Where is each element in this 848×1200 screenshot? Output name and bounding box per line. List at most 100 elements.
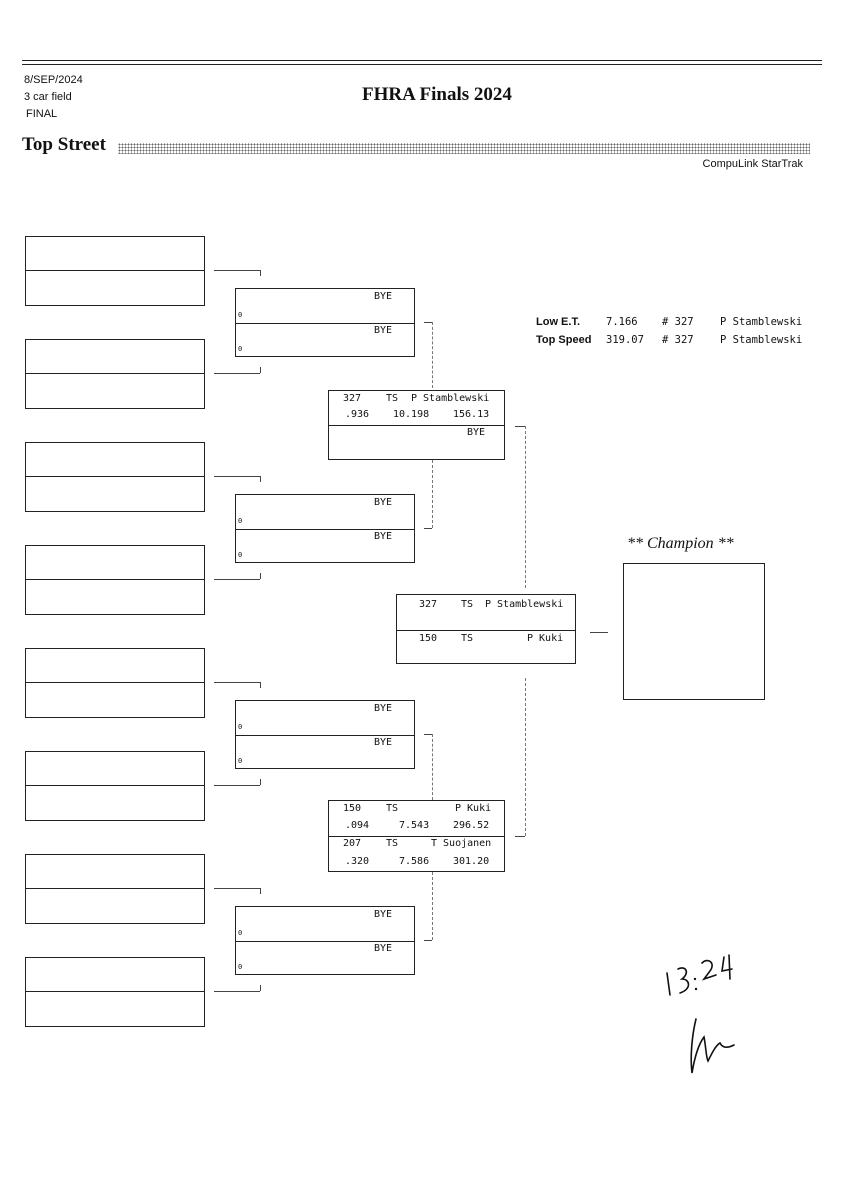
connector <box>214 785 260 786</box>
semi1-top-rt: .936 <box>345 409 370 420</box>
round2-pair-3-top-num: 0 <box>238 723 243 731</box>
top-speed-car: # 327 <box>662 334 694 346</box>
champion-box <box>623 563 765 700</box>
round2-pair-1-top-name: BYE <box>374 291 393 302</box>
connector <box>424 322 432 323</box>
event-date: 8/SEP/2024 <box>24 74 83 86</box>
semi1-bottom-name: BYE <box>467 427 486 438</box>
semi1-top-driver: P Stamblewski <box>411 393 490 404</box>
round2-pair-2: BYE 0 BYE 0 <box>235 494 415 563</box>
connector <box>515 836 525 837</box>
final-top-class: TS <box>461 599 474 610</box>
semi2-bottom-class: TS <box>386 838 399 849</box>
semi2-bottom-mph: 301.20 <box>453 856 490 867</box>
final-bottom-class: TS <box>461 633 474 644</box>
connector <box>424 734 432 735</box>
connector <box>525 678 526 836</box>
top-rule-2 <box>22 64 822 65</box>
round1-pair-4 <box>25 545 205 615</box>
connector <box>260 779 261 785</box>
final-top-car: 327 <box>419 599 438 610</box>
connector <box>590 632 608 633</box>
round2-pair-4-top-name: BYE <box>374 909 393 920</box>
semi2-bottom-car: 207 <box>343 838 362 849</box>
semi2-top-mph: 296.52 <box>453 820 490 831</box>
round2-pair-3: BYE 0 BYE 0 <box>235 700 415 769</box>
semi2-top-car: 150 <box>343 803 362 814</box>
connector <box>214 270 260 271</box>
semi2-bottom-driver: T Suojanen <box>431 838 492 849</box>
round2-pair-4-bottom-num: 0 <box>238 963 243 971</box>
top-speed-label: Top Speed <box>536 334 592 346</box>
connector <box>525 426 526 588</box>
round1-pair-6 <box>25 751 205 821</box>
round2-pair-2-top-name: BYE <box>374 497 393 508</box>
round2-pair-1-top-num: 0 <box>238 311 243 319</box>
connector <box>432 322 433 388</box>
semi1-top-et: 10.198 <box>393 409 430 420</box>
semi2-top-et: 7.543 <box>399 820 430 831</box>
round-label: FINAL <box>26 108 58 120</box>
semifinal-1: 327 TS P Stamblewski .936 10.198 156.13 … <box>328 390 505 460</box>
dotted-leader <box>118 143 810 154</box>
connector <box>424 528 432 529</box>
connector <box>214 682 260 683</box>
page-title: FHRA Finals 2024 <box>362 84 512 105</box>
round1-pair-2 <box>25 339 205 409</box>
connector <box>432 460 433 528</box>
round2-pair-1-bottom-name: BYE <box>374 325 393 336</box>
round2-pair-2-bottom-name: BYE <box>374 531 393 542</box>
semi1-top-class: TS <box>386 393 399 404</box>
final-bottom-driver: P Kuki <box>527 633 564 644</box>
round2-pair-3-bottom-num: 0 <box>238 757 243 765</box>
connector <box>214 991 260 992</box>
champion-label: ** Champion ** <box>627 535 734 552</box>
semi2-top-rt: .094 <box>345 820 370 831</box>
semi2-top-driver: P Kuki <box>455 803 492 814</box>
round2-pair-4: BYE 0 BYE 0 <box>235 906 415 975</box>
round1-pair-3 <box>25 442 205 512</box>
connector <box>260 682 261 688</box>
connector <box>214 579 260 580</box>
connector <box>260 888 261 894</box>
round1-pair-5 <box>25 648 205 718</box>
semi1-top-car: 327 <box>343 393 362 404</box>
semi2-top-class: TS <box>386 803 399 814</box>
handwritten-note <box>666 954 735 1074</box>
connector <box>214 373 260 374</box>
top-speed-driver: P Stamblewski <box>720 334 803 346</box>
round1-pair-8 <box>25 957 205 1027</box>
connector <box>260 367 261 373</box>
semi1-top-mph: 156.13 <box>453 409 490 420</box>
top-speed-row: Top Speed 319.07 # 327 P Stamblewski <box>536 331 802 349</box>
round2-pair-4-bottom-name: BYE <box>374 943 393 954</box>
final-top-driver: P Stamblewski <box>485 599 564 610</box>
round2-pair-3-top-name: BYE <box>374 703 393 714</box>
connector <box>432 872 433 940</box>
round2-pair-2-top-num: 0 <box>238 517 243 525</box>
round1-pair-1 <box>25 236 205 306</box>
round2-pair-1-bottom-num: 0 <box>238 345 243 353</box>
low-et-value: 7.166 <box>606 316 638 328</box>
top-speed-value: 319.07 <box>606 334 644 346</box>
round1-pair-7 <box>25 854 205 924</box>
semi2-bottom-rt: .320 <box>345 856 370 867</box>
connector <box>515 426 525 427</box>
round2-pair-4-top-num: 0 <box>238 929 243 937</box>
connector <box>214 476 260 477</box>
round2-pair-1: BYE 0 BYE 0 <box>235 288 415 357</box>
connector <box>432 734 433 800</box>
connector <box>260 270 261 276</box>
semifinal-2: 150 TS P Kuki .094 7.543 296.52 207 TS T… <box>328 800 505 872</box>
class-title: Top Street <box>22 134 106 155</box>
round2-pair-2-bottom-num: 0 <box>238 551 243 559</box>
low-et-driver: P Stamblewski <box>720 316 803 328</box>
top-rule <box>22 60 822 61</box>
brand-label: CompuLink StarTrak <box>702 158 803 170</box>
final-pair: 327 TS P Stamblewski 150 TS P Kuki <box>396 594 576 664</box>
connector <box>214 888 260 889</box>
low-et-car: # 327 <box>662 316 694 328</box>
final-bottom-car: 150 <box>419 633 438 644</box>
field-size: 3 car field <box>24 91 72 103</box>
